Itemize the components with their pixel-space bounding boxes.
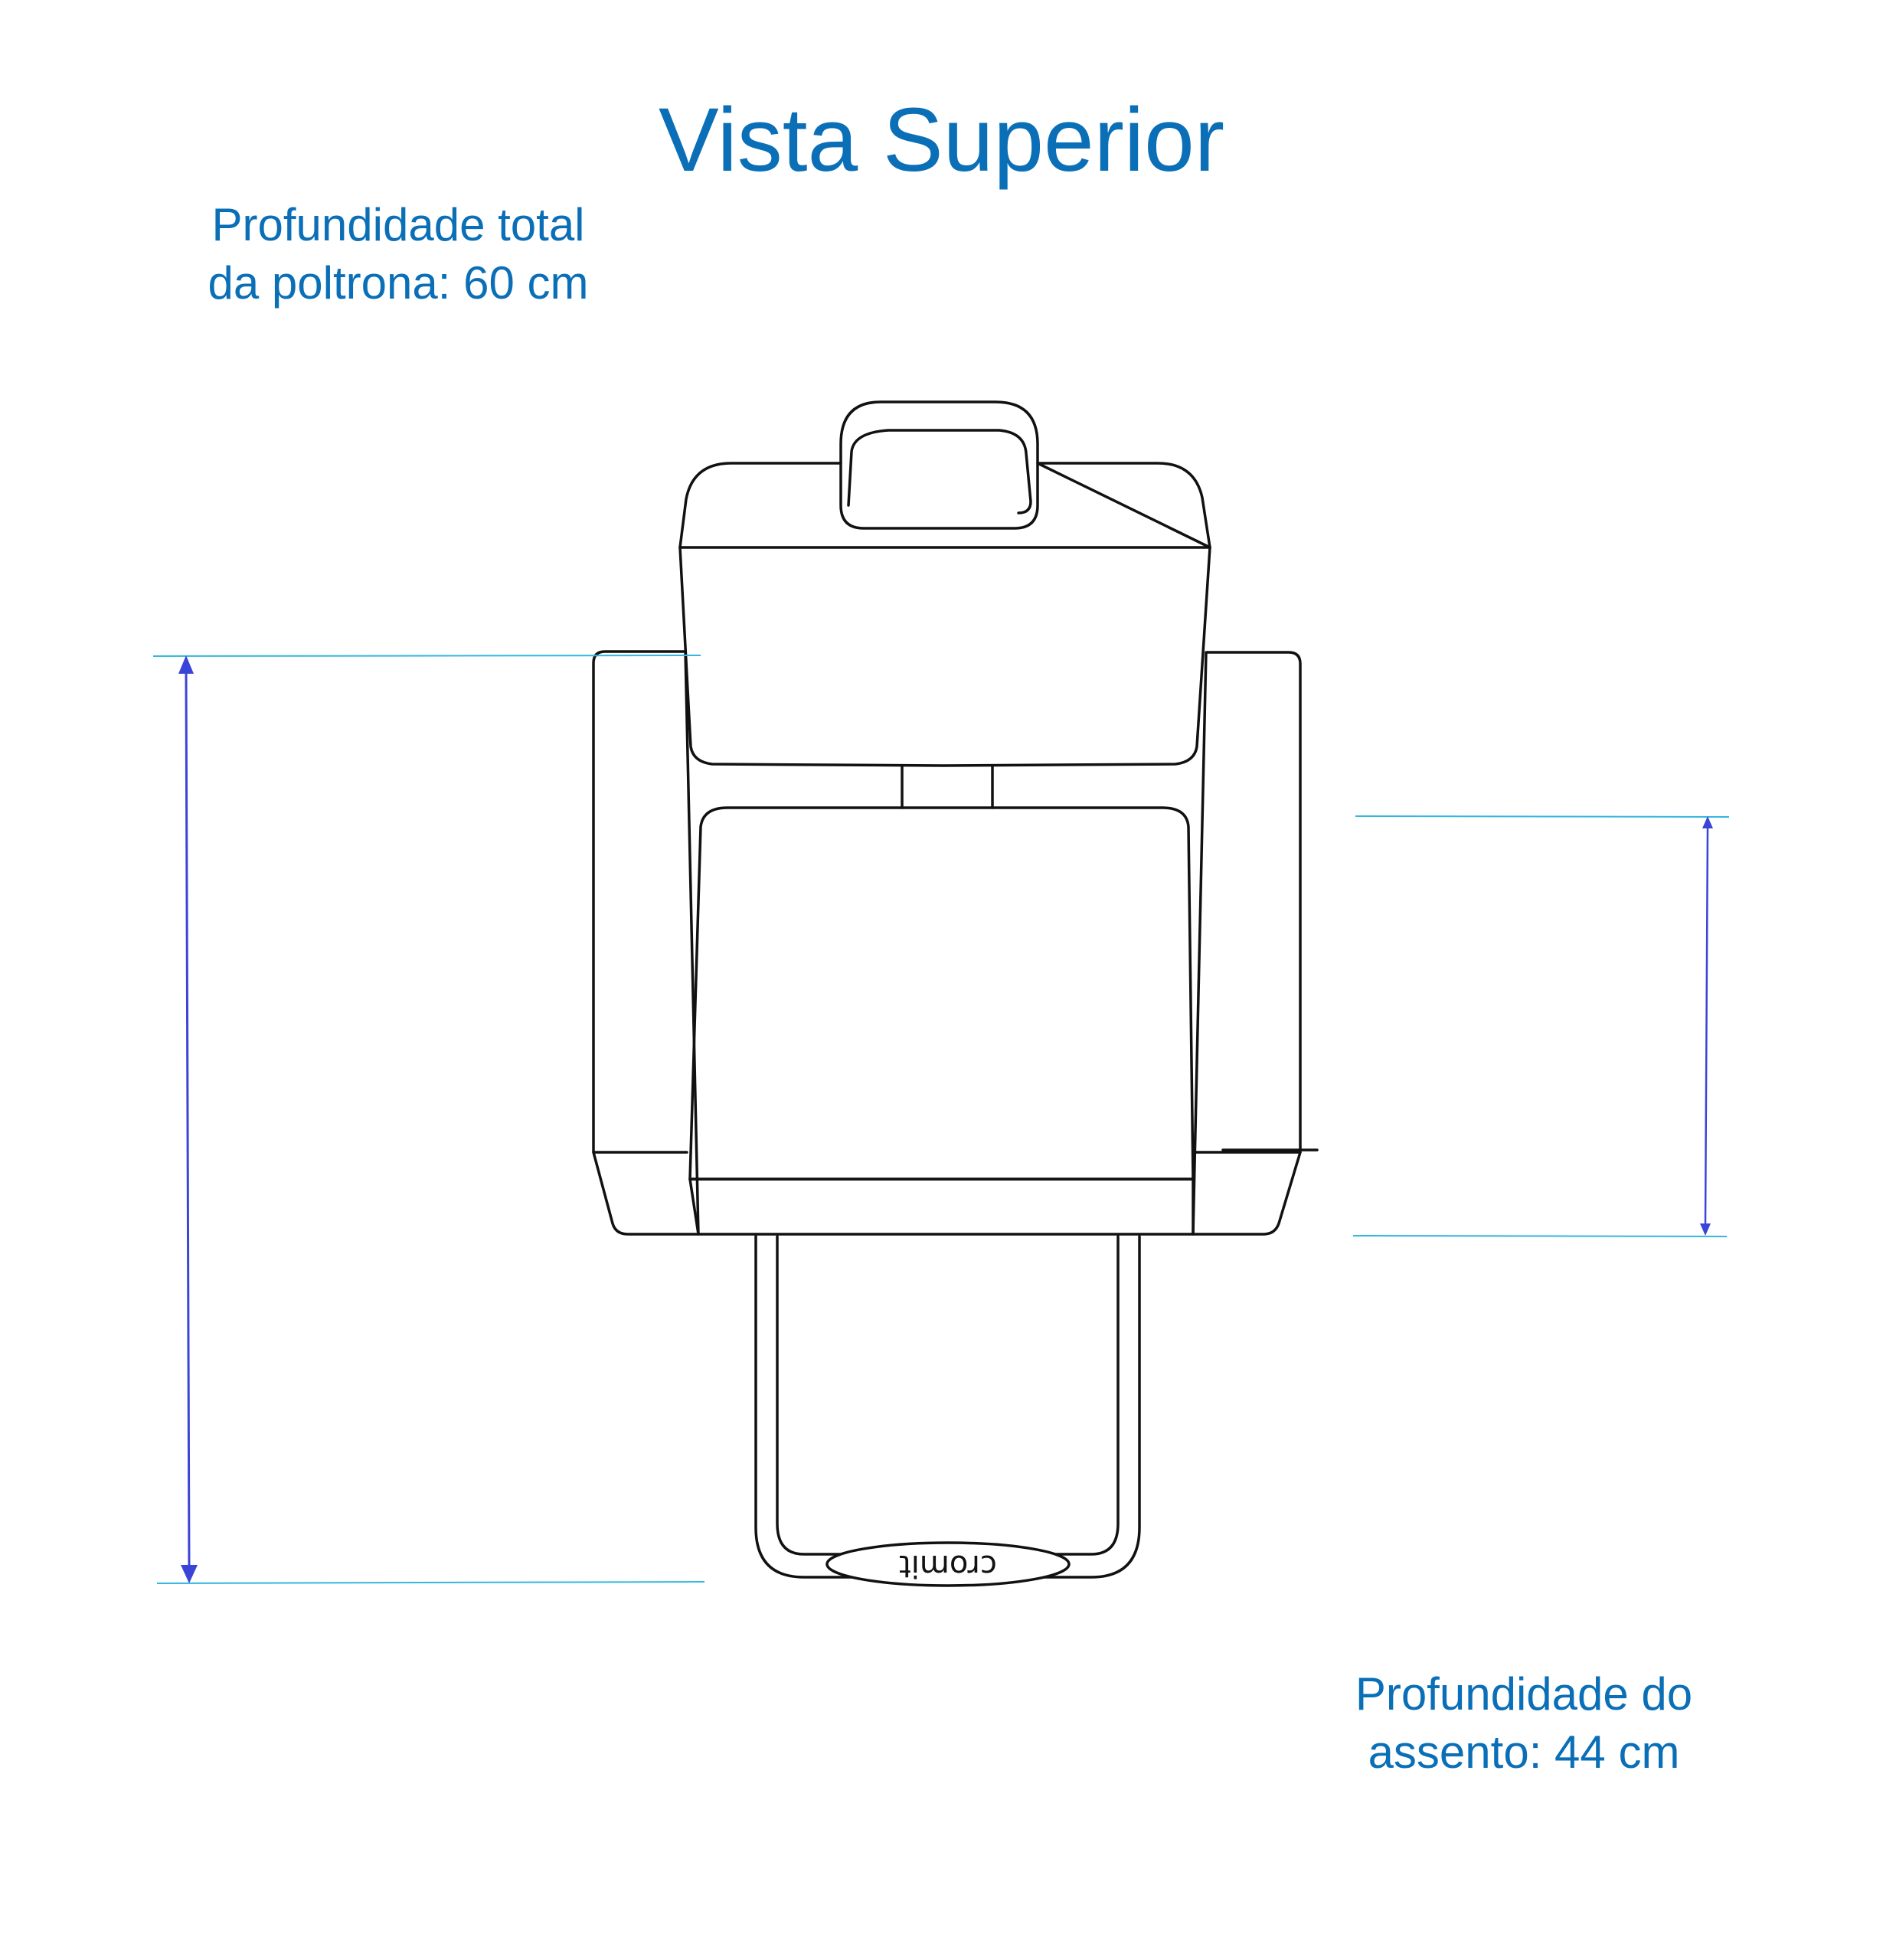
backrest-top (678, 462, 1211, 549)
brand-text: cromit (899, 1548, 997, 1583)
total-depth-extension-bottom (156, 1581, 705, 1584)
headrest-outer (839, 400, 1039, 530)
total-depth-extension-top (152, 655, 701, 657)
total-depth-arrowhead-top (178, 655, 194, 674)
footrest-outer (754, 1235, 1141, 1579)
seat-depth-label: Profundidade do assento: 44 cm (1302, 1665, 1746, 1782)
total-depth-label: Profundidade total da poltrona: 60 cm (153, 196, 643, 312)
seat-depth-arrowhead-top (1702, 816, 1713, 828)
headrest-inner (847, 429, 1032, 514)
seat-depth-dimension (1352, 815, 1730, 1237)
total-depth-arrow (185, 669, 191, 1570)
total-depth-arrowhead-bottom (181, 1565, 198, 1583)
seat (688, 806, 1195, 1181)
backrest-body (678, 546, 1211, 767)
seat-front-band (688, 1178, 1195, 1236)
diagram-title: Vista Superior (659, 90, 1224, 191)
total-depth-dimension (152, 655, 705, 1584)
seat-depth-label-line1: Profundidade do (1355, 1668, 1693, 1720)
footrest-inner (776, 1235, 1120, 1556)
seat-depth-label-line2: assento: 44 cm (1368, 1726, 1680, 1778)
brand-plate (825, 1541, 1071, 1587)
seat-depth-arrowhead-bottom (1700, 1223, 1711, 1236)
left-armrest (592, 650, 700, 1236)
seat-depth-arrow (1704, 826, 1709, 1226)
right-armrest (1192, 651, 1302, 1236)
total-depth-label-line1: Profundidade total (211, 199, 585, 250)
seat-depth-extension-top (1355, 815, 1730, 818)
chair-outline (592, 400, 1319, 1587)
total-depth-label-line2: da poltrona: 60 cm (208, 257, 589, 309)
